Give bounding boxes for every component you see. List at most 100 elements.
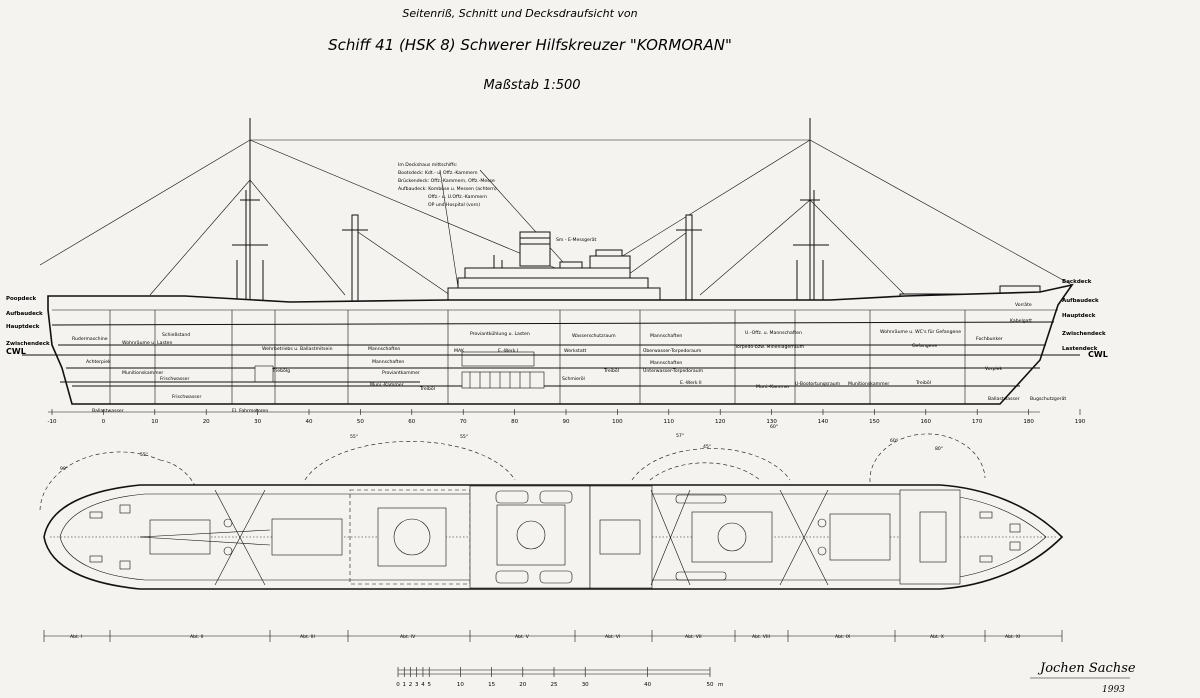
frame-number: -10: [48, 419, 57, 425]
angle-labels: 90° 55° 55° 55° 57° 45° 60° 60° 80°: [60, 424, 943, 472]
section-label: Abt. IX: [835, 634, 850, 640]
frame-number: 0: [102, 419, 106, 425]
deck-plan: 90° 55° 55° 55° 57° 45° 60° 60° 80°: [39, 424, 1064, 642]
scale-label: 30: [582, 682, 589, 688]
side-elevation: CWL CWL Poopdeck Aufbaudeck Hauptdeck Zw…: [6, 118, 1108, 425]
deck-label: Zwischendeck: [1062, 331, 1106, 337]
midship-superstructure: [447, 231, 661, 301]
compartment-label: Schmieröl: [562, 376, 585, 382]
frame-number: 130: [766, 419, 777, 425]
frame-number: 160: [921, 419, 932, 425]
scale-label: 5: [427, 682, 431, 688]
section-label: Abt. II: [190, 634, 204, 640]
scale-label: 4: [421, 682, 425, 688]
compartment-label: Achterpiek: [86, 359, 111, 365]
frame-number: 100: [612, 419, 623, 425]
section-ticks: [43, 630, 1063, 642]
title-line-1: Seitenriß, Schnitt und Decksdraufsicht v…: [402, 7, 637, 20]
scale-label: 25: [551, 682, 558, 688]
deck-label: Poopdeck: [6, 296, 36, 302]
angle-label: 45°: [703, 444, 711, 450]
frame-number: 170: [972, 419, 983, 425]
compartment-label: Frischwasser: [172, 394, 201, 400]
compartment-label: Fochbunker: [976, 336, 1003, 342]
note-line: Im Deckshaus mittschiffs:: [398, 162, 458, 168]
compartment-label: Mannschaften: [368, 346, 400, 352]
compartment-label: Mannschaften: [650, 333, 682, 339]
angle-label: 55°: [460, 434, 468, 440]
compartment-label: Werkstatt: [564, 348, 586, 354]
frame-number: 40: [306, 419, 313, 425]
scale-label: 20: [519, 682, 526, 688]
deck-labels-right: Backdeck Aufbaudeck Hauptdeck Zwischende…: [1062, 279, 1106, 352]
compartment-label: Vorräte: [1015, 302, 1032, 308]
compartment-label: Proviantkühlung u. Lasten: [470, 331, 530, 337]
compartment-label: Munitionskammer: [122, 370, 163, 376]
compartment-label: E.-Werk I: [498, 348, 518, 354]
scale-label: 10: [457, 682, 464, 688]
compartment-label: Vorpiek: [985, 366, 1003, 372]
compartment-label: Wasserschutzraum: [572, 333, 616, 339]
note-line: Offz.- u. U.Offz.-Kammern: [428, 194, 487, 200]
section-label: Abt. VIII: [752, 634, 770, 640]
compartment-label: E.-Werk II: [680, 380, 702, 386]
title-line-2: Schiff 41 (HSK 8) Schwerer Hilfskreuzer …: [328, 36, 732, 54]
deck-label: Zwischendeck: [6, 341, 50, 347]
frame-number: 60: [408, 419, 415, 425]
deck-label: Backdeck: [1062, 279, 1092, 285]
deck-label: Aufbaudeck: [6, 311, 43, 317]
compartment-label: Treiböl: [915, 380, 931, 386]
compartment-label: Überwasser-Torpedoraum: [643, 347, 702, 354]
rigging: [39, 139, 1073, 301]
compartment-label: Mannschaften: [650, 360, 682, 366]
section-labels: Abt. I Abt. II Abt. III Abt. IV Abt. V A…: [70, 634, 1020, 640]
section-label: Abt. I: [70, 634, 82, 640]
compartment-label: Treiböl: [603, 368, 619, 374]
signature-name: Jochen Sachse: [1037, 661, 1136, 676]
compartment-label: Wehrbetriebs u. Ballastmitsein: [262, 346, 333, 352]
deck-label: Aufbaudeck: [1062, 298, 1099, 304]
scale-unit: m: [718, 682, 723, 688]
frame-number: 140: [818, 419, 829, 425]
compartment-label: Wohnräume u. Lasten: [122, 340, 173, 346]
section-label: Abt. VII: [685, 634, 702, 640]
deck-label: Lastendeck: [1062, 346, 1098, 352]
note-line: Aufbaudeck: Kombüse u. Messen (achtern): [398, 186, 497, 192]
cargo-booms: [139, 489, 829, 586]
gun-arcs: [39, 433, 986, 511]
compartment-label: Frischwasser: [160, 376, 189, 382]
frame-number: 150: [869, 419, 880, 425]
compartment-label: Triebölg: [271, 368, 290, 374]
scale-label: 15: [488, 682, 495, 688]
deckhouse-note: Im Deckshaus mittschiffs: Bootsdeck: Kdt…: [398, 162, 497, 208]
deck-labels-left: Poopdeck Aufbaudeck Hauptdeck Zwischende…: [6, 296, 50, 347]
waterline-label-right: CWL: [1088, 350, 1108, 359]
compartment-label: Treiböl: [419, 386, 435, 392]
frame-number: 30: [254, 419, 261, 425]
compartment-label: MAK: [454, 348, 465, 354]
mast-note: Sm - E-Messgerät: [556, 237, 597, 243]
compartment-labels: Schießstand Wohnräume u. Lasten Wehrbetr…: [72, 302, 1066, 414]
compartment-label: Muni.-Kammer: [756, 384, 790, 390]
section-label: Abt. VI: [605, 634, 620, 640]
waterline-label-left: CWL: [6, 347, 26, 356]
scale-label: 1: [402, 682, 406, 688]
compartment-label: U.-Offz. u. Mannschaften: [745, 330, 802, 336]
compartment-label: Mannschaften: [372, 359, 404, 365]
compartment-label: Wohnräume u. WC's für Gefangene: [880, 329, 961, 335]
scale-label: 2: [409, 682, 413, 688]
compartment-label: Schießstand: [162, 332, 190, 338]
angle-label: 60°: [890, 438, 898, 444]
section-label: Abt. XI: [1005, 634, 1020, 640]
compartment-label: Torpedo-bzw. Minenlagerraum: [734, 344, 805, 350]
section-label: Abt. III: [300, 634, 315, 640]
frame-number: 120: [715, 419, 726, 425]
angle-label: 57°: [676, 433, 684, 439]
deck-structures: [149, 485, 961, 589]
note-line: Bootsdeck: Kdt.- u. Offz.-Kammern: [398, 170, 478, 176]
compartment-label: El. Fahrmotoren: [232, 408, 268, 414]
frame-number: 80: [511, 419, 518, 425]
frame-number: 90: [563, 419, 570, 425]
angle-label: 90°: [60, 466, 68, 472]
